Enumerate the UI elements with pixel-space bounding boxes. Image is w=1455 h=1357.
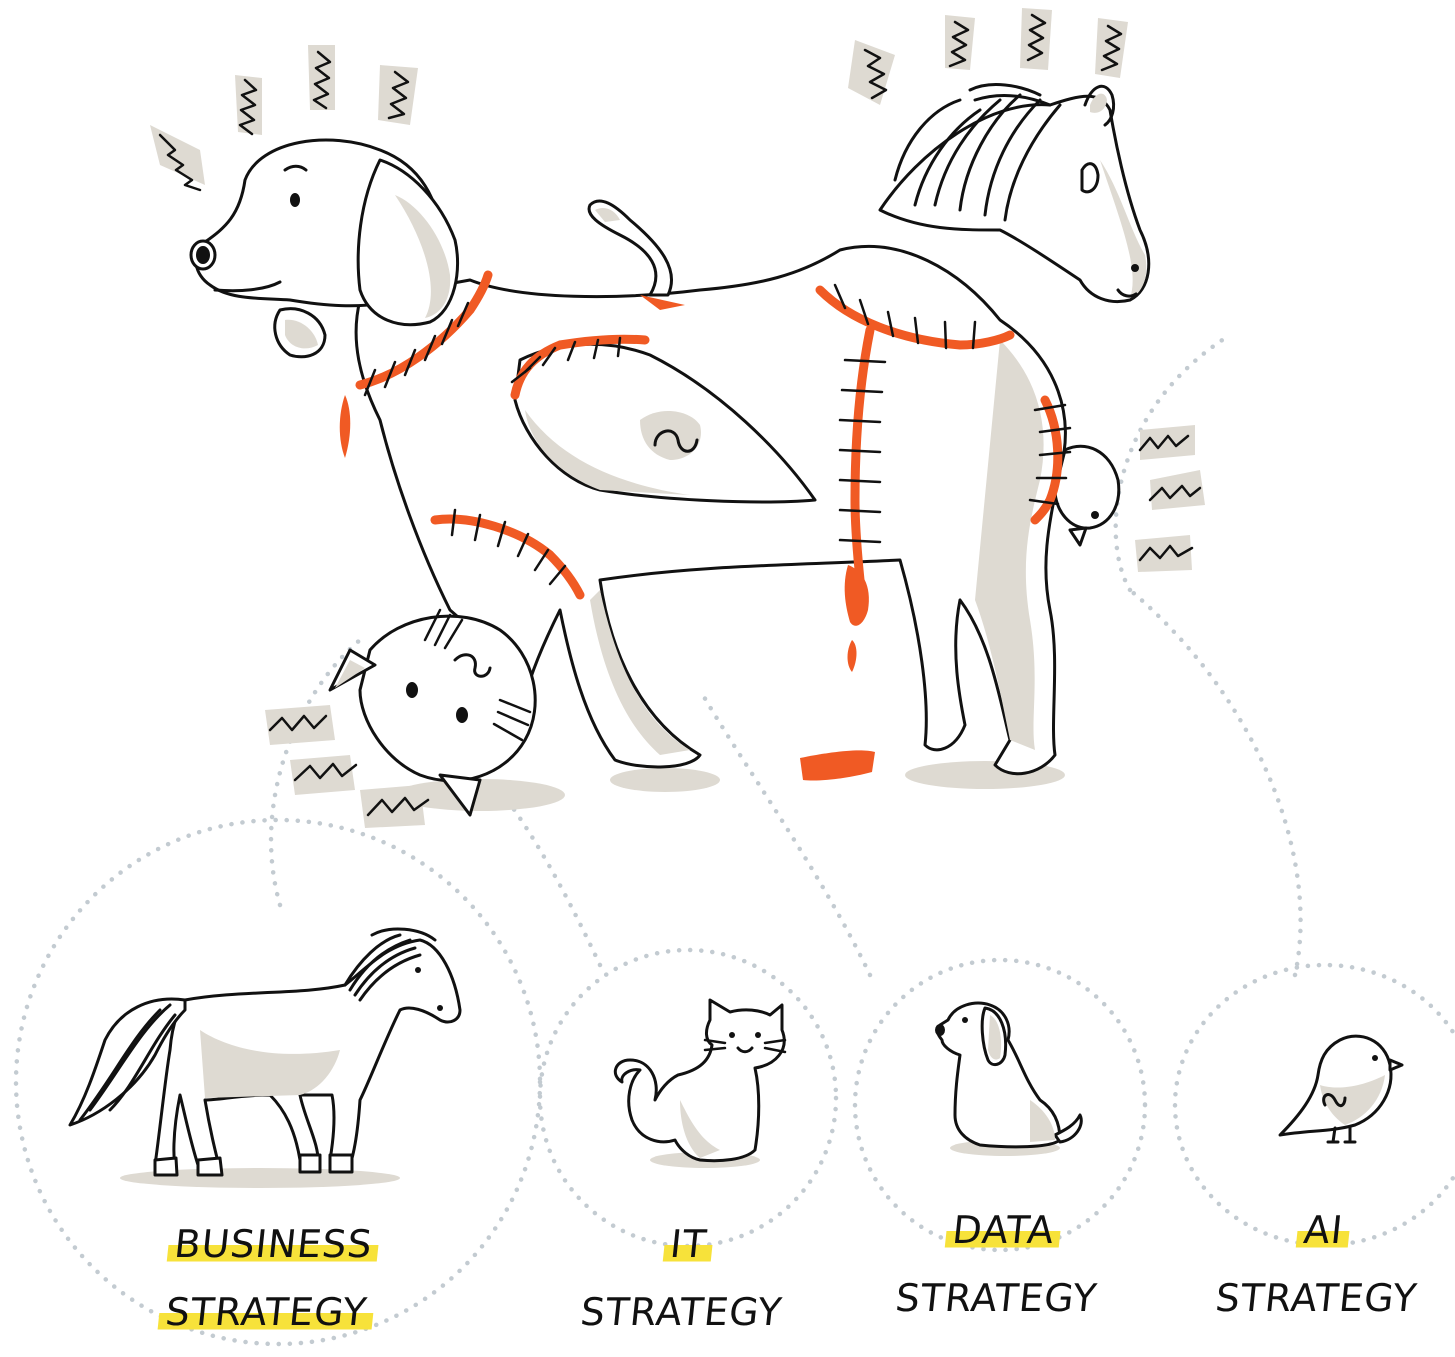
- ai-strategy-label: AI STRATEGY: [1199, 1208, 1441, 1320]
- dog-illustration: [935, 1003, 1081, 1156]
- label-line1: AI: [1296, 1208, 1352, 1252]
- business-strategy-label: BUSINESS STRATEGY: [144, 1222, 396, 1334]
- horse-illustration: [70, 929, 460, 1188]
- it-strategy-label: IT STRATEGY: [564, 1222, 806, 1334]
- label-line2: STRATEGY: [1207, 1276, 1425, 1320]
- data-strategy-label: DATA STRATEGY: [879, 1208, 1121, 1320]
- label-line2: STRATEGY: [157, 1290, 375, 1334]
- label-line1: IT: [662, 1222, 715, 1266]
- chimera-animal: [150, 8, 1205, 828]
- label-line2: STRATEGY: [572, 1290, 790, 1334]
- label-line1: DATA: [944, 1208, 1063, 1252]
- label-line2: STRATEGY: [887, 1276, 1105, 1320]
- cat-illustration: [615, 1000, 785, 1168]
- label-line1: BUSINESS: [166, 1222, 381, 1266]
- bird-illustration: [1280, 1036, 1402, 1142]
